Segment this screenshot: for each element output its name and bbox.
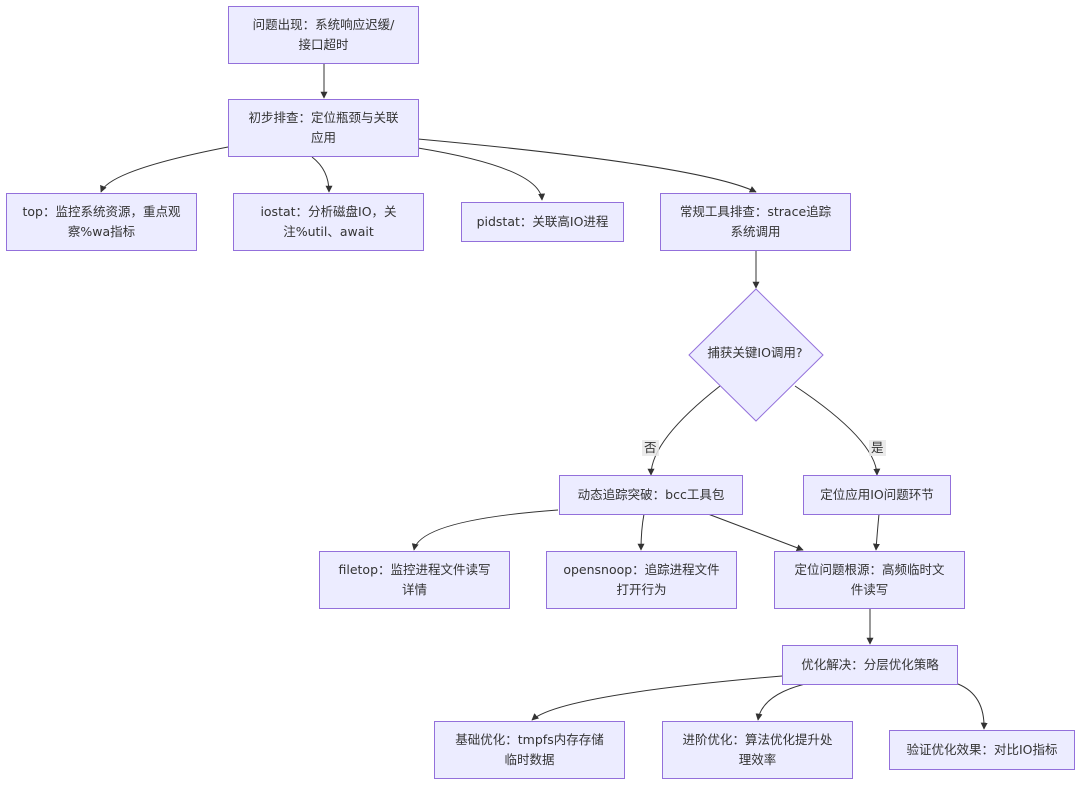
node-filetop: filetop：监控进程文件读写详情 xyxy=(319,551,510,609)
decision-label: 捕获关键IO调用? xyxy=(707,345,803,360)
edge-label-yes: 是 xyxy=(869,440,886,456)
node-advanced: 进阶优化：算法优化提升处理效率 xyxy=(662,721,853,779)
edge-bcc-root xyxy=(707,513,804,552)
node-bcc: 动态追踪突破：bcc工具包 xyxy=(559,475,743,515)
edge-label-no: 否 xyxy=(642,440,659,456)
edge-decision-yes xyxy=(794,385,881,476)
node-verify: 验证优化效果：对比IO指标 xyxy=(889,730,1075,770)
node-strace: 常规工具排查：strace追踪系统调用 xyxy=(660,193,851,251)
node-initial-check: 初步排查：定位瓶颈与关联应用 xyxy=(228,99,419,157)
edge-bcc-opensnoop xyxy=(637,513,645,551)
edge-optimize-basic xyxy=(531,675,783,721)
edge-bcc-filetop xyxy=(411,509,559,551)
edge-initial-pidstat xyxy=(417,147,546,201)
edge-locate-root xyxy=(872,513,880,551)
node-optimize: 优化解决：分层优化策略 xyxy=(782,645,958,685)
node-top: top：监控系统资源，重点观察%wa指标 xyxy=(6,193,197,251)
edge-initial-top xyxy=(100,146,229,193)
node-opensnoop: opensnoop：追踪进程文件打开行为 xyxy=(546,551,737,609)
node-problem: 问题出现：系统响应迟缓/接口超时 xyxy=(228,6,419,64)
node-basic: 基础优化：tmpfs内存存储临时数据 xyxy=(434,721,625,779)
edge-decision-no xyxy=(647,385,721,476)
node-root-cause: 定位问题根源：高频临时文件读写 xyxy=(774,551,965,609)
node-iostat: iostat：分析磁盘IO，关注%util、await xyxy=(233,193,424,251)
node-pidstat: pidstat：关联高IO进程 xyxy=(461,202,624,242)
edge-optimize-verify xyxy=(957,683,988,730)
decision-diamond xyxy=(688,288,824,422)
edge-optimize-advanced xyxy=(755,683,806,721)
edge-initial-iostat xyxy=(311,156,333,193)
edge-initial-strace xyxy=(417,138,757,193)
node-locate-app: 定位应用IO问题环节 xyxy=(803,475,951,515)
